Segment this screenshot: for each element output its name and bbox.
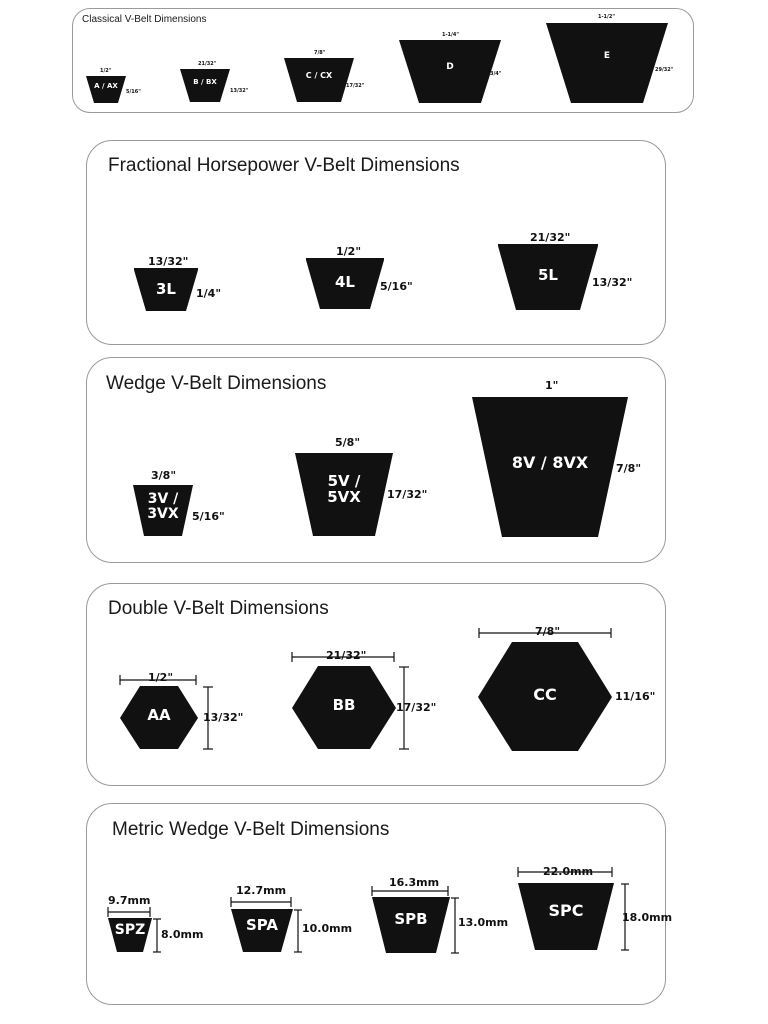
belt-label: 8V / 8VX	[511, 453, 589, 472]
top-width-line	[134, 268, 198, 270]
belt-label: C / CX	[305, 71, 333, 80]
belt-label: D	[446, 62, 454, 72]
top-width-label: 21/32"	[530, 231, 571, 244]
height-label: 13/32"	[592, 276, 633, 289]
wedge-title: Wedge V-Belt Dimensions	[106, 373, 327, 394]
height-label: 8.0mm	[161, 928, 204, 941]
height-label: 11/16"	[615, 690, 656, 703]
belt-label: 5V / 5VX	[295, 472, 393, 506]
top-width-label: 1-1/4"	[442, 32, 459, 38]
top-width-label: 1-1/2"	[598, 14, 615, 20]
classical-title: Classical V-Belt Dimensions	[82, 14, 207, 25]
height-label: 17/32"	[396, 701, 437, 714]
top-width-label: 7/8"	[314, 50, 326, 56]
belt-label: 4L	[335, 273, 355, 291]
belt-label: SPZ	[114, 922, 146, 938]
top-width-label: 21/32"	[198, 61, 217, 67]
belt-label: SPA	[245, 916, 279, 934]
top-width-label: 13/32"	[148, 255, 189, 268]
height-label: 13/32"	[203, 711, 244, 724]
height-label: 5/16"	[126, 89, 141, 95]
height-label: 5/16"	[192, 510, 225, 523]
top-width-label: 12.7mm	[236, 884, 287, 897]
top-width-label: 3/8"	[151, 469, 177, 482]
top-width-line	[498, 244, 598, 246]
belt-label: E	[603, 51, 611, 61]
top-width-label: 16.3mm	[389, 876, 440, 889]
belt-label: SPC	[548, 901, 584, 920]
top-width-label: 1/2"	[336, 245, 362, 258]
fractional-title: Fractional Horsepower V-Belt Dimensions	[108, 155, 460, 176]
belt-label: B / BX	[193, 78, 217, 86]
belt-label: 5L	[538, 266, 558, 284]
height-label: 18.0mm	[622, 911, 673, 924]
belt-label-line1: 5V /	[327, 472, 361, 490]
height-label: 7/8"	[616, 462, 642, 475]
belt-label-line2: 5VX	[327, 487, 361, 506]
belt-label: SPB	[394, 910, 428, 928]
belt-label: BB	[332, 696, 356, 714]
top-width-label: 1/2"	[148, 671, 174, 684]
belt-label: CC	[533, 685, 557, 704]
height-label: 10.0mm	[302, 922, 353, 935]
top-width-label: 21/32"	[326, 649, 367, 662]
belt-label: A / AX	[94, 82, 118, 90]
height-label: 5/16"	[380, 280, 413, 293]
top-width-label: 5/8"	[335, 436, 361, 449]
top-width-label: 7/8"	[535, 625, 561, 638]
belt-label: AA	[147, 706, 171, 724]
height-label: 17/32"	[387, 488, 428, 501]
height-label: 13.0mm	[458, 916, 509, 929]
top-width-label: 1"	[545, 379, 559, 392]
belt-label: 3L	[156, 280, 176, 298]
height-label: 17/32"	[346, 83, 365, 89]
height-label: 3/4"	[490, 71, 502, 77]
belt-label-line2: 3VX	[147, 505, 179, 522]
height-label: 29/32"	[655, 67, 674, 73]
metric-title: Metric Wedge V-Belt Dimensions	[112, 819, 390, 840]
belt-label-line1: 3V /	[147, 491, 179, 507]
top-width-line	[306, 258, 384, 260]
top-width-label: 1/2"	[100, 68, 112, 74]
double-title: Double V-Belt Dimensions	[108, 598, 329, 619]
top-width-label: 9.7mm	[108, 894, 151, 907]
height-label: 1/4"	[196, 287, 222, 300]
height-label: 13/32"	[230, 88, 249, 94]
belt-label: 3V / 3VX	[133, 492, 193, 521]
